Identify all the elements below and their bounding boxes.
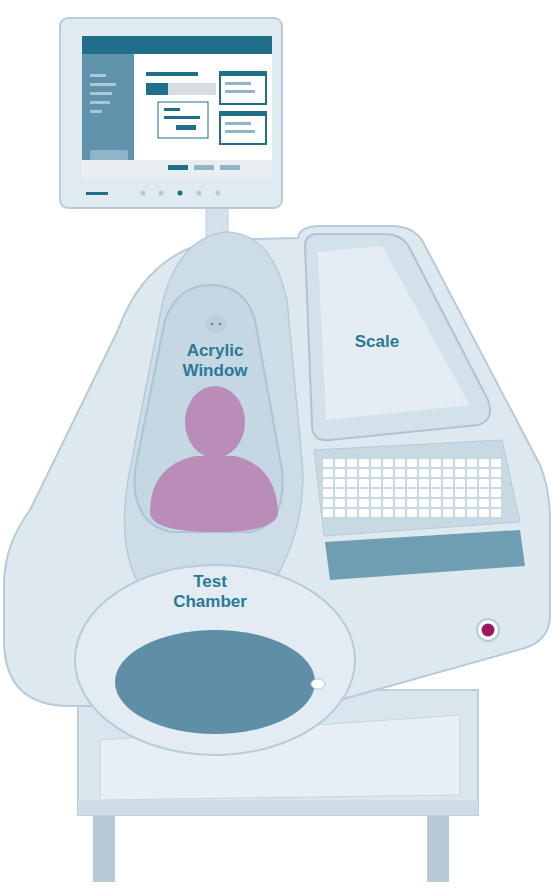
screen-dialog bbox=[158, 102, 208, 138]
card-header bbox=[220, 112, 266, 116]
screen-line bbox=[164, 108, 180, 111]
card-header bbox=[220, 72, 266, 76]
screen-footer bbox=[82, 160, 272, 178]
scale-tray bbox=[305, 234, 490, 440]
power-light bbox=[482, 624, 495, 637]
window-sensor bbox=[206, 314, 226, 334]
monitor-frame bbox=[60, 18, 282, 208]
power-button bbox=[477, 619, 499, 641]
label-slot: Scale bbox=[332, 332, 422, 352]
monitor-screen bbox=[82, 36, 272, 178]
menu-line bbox=[90, 83, 116, 86]
scale-surface bbox=[318, 246, 470, 420]
page-dot bbox=[197, 191, 202, 196]
door-latch bbox=[311, 679, 325, 689]
menu-button bbox=[90, 150, 128, 160]
screen-line bbox=[225, 90, 255, 93]
page-dot bbox=[178, 191, 183, 196]
label-slot: Test Chamber bbox=[160, 572, 260, 612]
screen-line bbox=[146, 72, 198, 76]
footer-button bbox=[168, 165, 188, 170]
chamber-dome bbox=[124, 232, 302, 600]
chamber-ring bbox=[75, 565, 355, 755]
menu-line bbox=[90, 110, 102, 113]
sensor-dot bbox=[219, 323, 222, 326]
page-dot bbox=[141, 191, 146, 196]
sensor-dot bbox=[211, 323, 214, 326]
screen-line bbox=[164, 116, 200, 119]
progress-fill bbox=[146, 83, 168, 95]
menu-line bbox=[90, 92, 112, 95]
screen-sidebar bbox=[82, 36, 134, 178]
screen-line bbox=[225, 82, 251, 85]
screen-line bbox=[225, 130, 255, 133]
monitor-badge bbox=[86, 192, 108, 195]
part-label: Test Chamber bbox=[160, 572, 260, 612]
touchpad bbox=[325, 530, 525, 580]
progress-bar bbox=[146, 83, 216, 95]
screen-card bbox=[220, 72, 266, 104]
screen-card bbox=[220, 112, 266, 144]
screen-button bbox=[176, 125, 196, 130]
menu-line bbox=[90, 74, 106, 77]
person-body bbox=[150, 456, 278, 532]
chamber-door bbox=[115, 630, 315, 734]
part-label: Scale bbox=[332, 332, 422, 352]
acrylic-window bbox=[134, 285, 282, 532]
person-head bbox=[185, 386, 245, 458]
page-dot bbox=[159, 191, 164, 196]
keyboard-keys bbox=[322, 458, 502, 518]
shelf-rail bbox=[78, 800, 478, 815]
keyboard-plate bbox=[314, 440, 520, 536]
screen-line bbox=[225, 122, 251, 125]
screen-header bbox=[82, 36, 272, 54]
part-label: Acrylic Window bbox=[165, 341, 265, 381]
footer-button bbox=[220, 165, 240, 170]
page-dot bbox=[216, 191, 221, 196]
footer-button bbox=[194, 165, 214, 170]
label-slot: Acrylic Window bbox=[165, 341, 265, 381]
menu-line bbox=[90, 101, 110, 104]
